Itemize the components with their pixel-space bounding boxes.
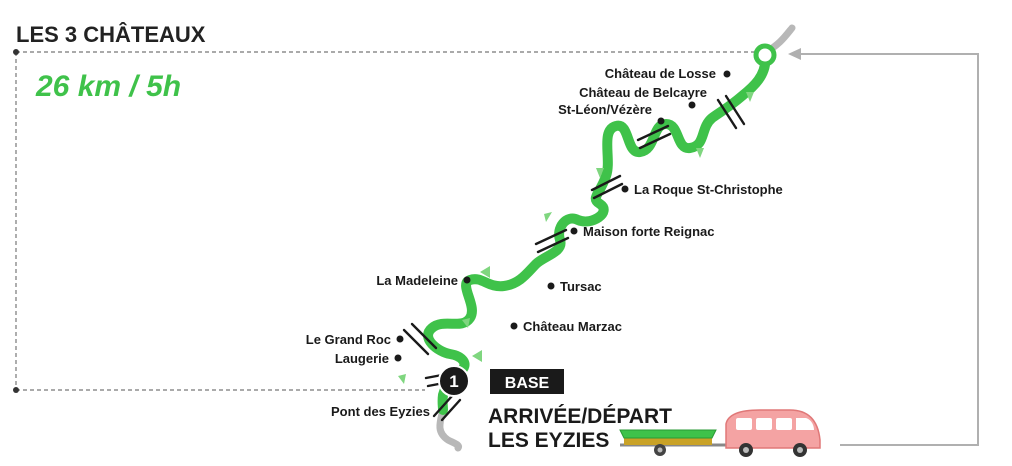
place-label-stleon: St-Léon/Vézère [558,102,652,117]
place-label-laugerie: Laugerie [335,351,389,366]
base-number: 1 [449,372,458,391]
return-arrow-icon [788,48,801,60]
weir-3 [590,174,624,200]
arrow-icon [472,350,482,362]
river-stub-bottom [436,406,462,452]
arrow-icon [480,266,490,278]
place-label-tursac: Tursac [560,279,602,294]
place-label-losse: Château de Losse [605,66,716,81]
weir-2 [636,124,672,150]
arrow-icon [398,374,406,384]
base-number-badge [438,365,470,397]
weir-7 [432,394,462,422]
place-label-belcayre: Château de Belcayre [579,85,707,100]
place-label-laroque: La Roque St-Christophe [634,182,783,197]
dashed-frame [15,51,755,391]
frame-dot-bottom [13,387,19,393]
arrow-icon [746,92,754,102]
canoe-trailer-icon [619,429,726,456]
weir-5 [402,322,438,356]
weir-1 [716,94,746,130]
route-distance-time: 26 km / 5h [35,70,181,103]
place-label-marzac: Château Marzac [523,319,622,334]
return-road [800,53,979,446]
base-label-box [490,369,564,394]
place-dots [394,70,731,362]
weir-4 [534,228,570,254]
place-label-pont: Pont des Eyzies [331,404,430,419]
arrow-icon [462,318,470,328]
frame-dot-top [13,49,19,55]
start-circle-icon [753,43,777,67]
place-label-madeleine: La Madeleine [376,273,458,288]
minibus-icon [725,409,821,457]
arrival-label-line1: ARRIVÉE/DÉPART [488,405,672,428]
arrival-label-line2: LES EYZIES [488,429,609,452]
arrow-icon [544,212,552,222]
arrow-icon [596,168,604,178]
arrow-icon [696,148,704,158]
map-title: LES 3 CHÂTEAUX [16,22,206,47]
river-route [423,50,771,415]
place-label-grandroc: Le Grand Roc [306,332,391,347]
direction-arrows [398,92,754,384]
base-label: BASE [505,375,550,392]
place-label-reignac: Maison forte Reignac [583,224,714,239]
